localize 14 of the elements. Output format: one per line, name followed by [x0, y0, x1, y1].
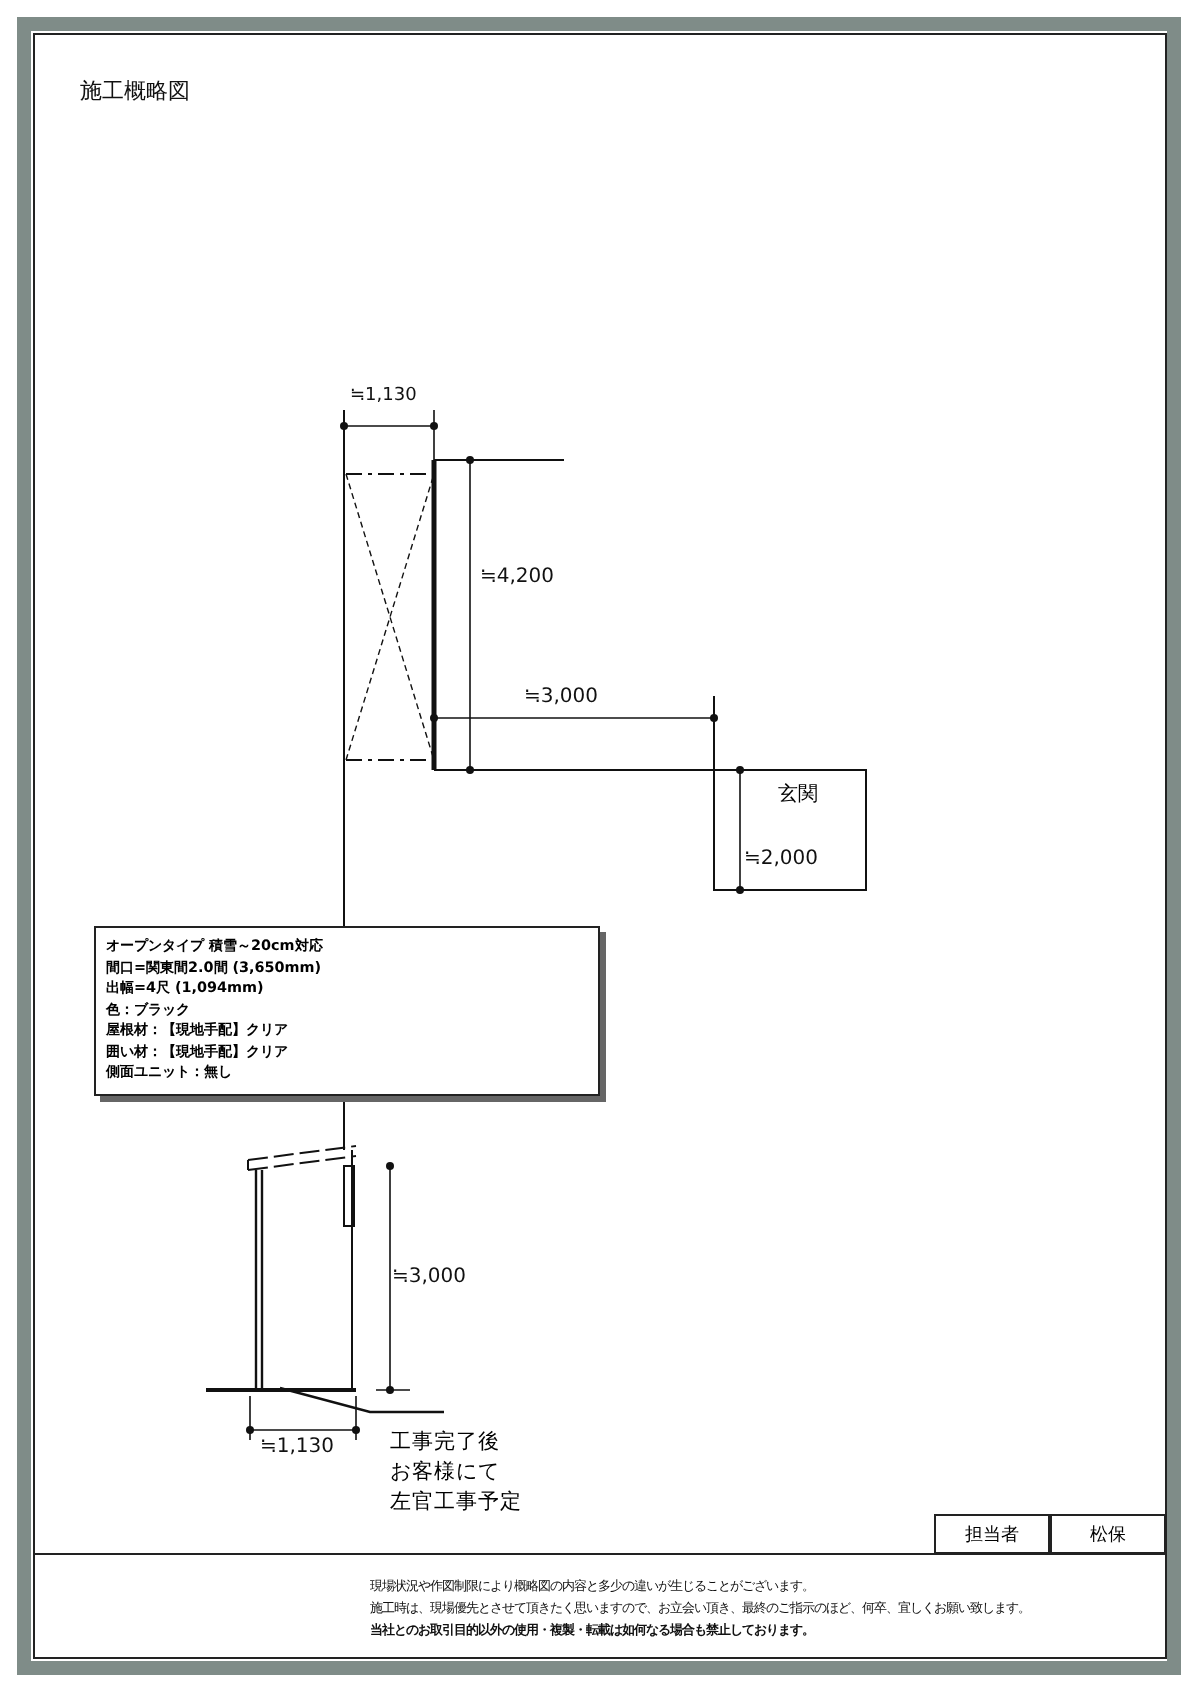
table-cell: 松保 — [1050, 1514, 1166, 1554]
ground-line — [206, 1388, 356, 1391]
dimension-label: ≒4,200 — [480, 566, 555, 588]
spec-callout-box — [94, 926, 600, 1096]
dimension-label: ≒1,130 — [350, 386, 417, 406]
note-text: 工事完了後お客様にて左官工事予定 — [390, 1428, 524, 1518]
room-label: 玄関 — [778, 781, 818, 808]
table-cell: 担当者 — [934, 1514, 1050, 1554]
dimension-label: ≒2,000 — [744, 848, 819, 870]
leader-line — [279, 1386, 444, 1414]
dimension-label: ≒3,000 — [524, 686, 599, 708]
dimension-label: ≒1,130 — [260, 1436, 335, 1458]
title: 施工概略図 — [80, 76, 190, 106]
dimension-label: ≒3,000 — [392, 1266, 467, 1288]
